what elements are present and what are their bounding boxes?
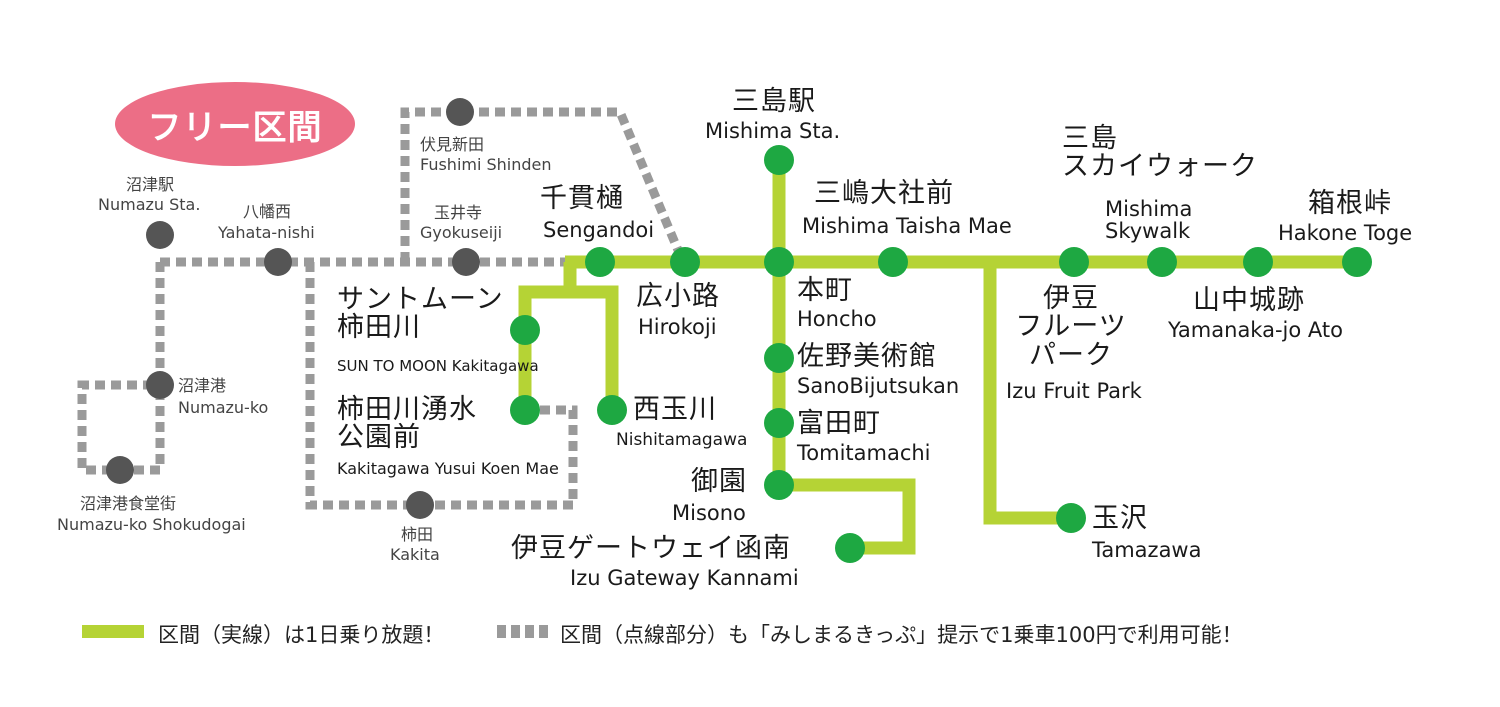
station-misono [764,470,794,500]
label-fruit-park-jp2: フルーツ [1015,311,1127,343]
label-mishima-jp: 三島駅 [732,86,816,117]
station-nishitamagawa [597,395,627,425]
label-nishitamagawa-jp: 西玉川 [633,394,717,425]
station-numazuko [146,371,174,399]
label-fruit-park-jp1: 伊豆 [1043,283,1099,314]
label-kannami-jp: 伊豆ゲートウェイ函南 [511,533,791,564]
dotted-route-fushimi [400,107,688,264]
dotted-stations [106,98,480,519]
station-sano [764,343,794,373]
label-kakita-en: Kakita [390,545,440,564]
label-fruit-park-jp3: パーク [1029,339,1113,371]
label-sano-jp: 佐野美術館 [797,341,937,372]
label-honcho-jp: 本町 [797,275,853,306]
label-skywalk-jp1: 三島 [1062,123,1118,154]
label-sun-to-moon-jp2: 柿田川 [337,312,421,344]
label-numazu-jp: 沼津駅 [126,175,175,194]
station-yahata [264,248,292,276]
label-hakone-en: Hakone Toge [1278,221,1413,245]
label-skywalk-jp2: スカイウォーク [1062,151,1258,183]
station-mishima-taisha [878,247,908,277]
label-tomita-en: Tomitamachi [797,441,931,465]
label-yusui-en: Kakitagawa Yusui Koen Mae [337,459,559,478]
label-fruit-park-en: Izu Fruit Park [1006,379,1142,403]
label-fushimi-en: Fushimi Shinden [420,155,552,174]
label-fushimi-jp: 伏見新田 [420,135,485,154]
station-tomita [764,408,794,438]
station-mishima [764,145,794,175]
label-yusui-jp1: 柿田川湧水 [337,394,477,425]
station-sengandoi [585,247,615,277]
mishima-branch [772,160,916,555]
label-nishitamagawa-en: Nishitamagawa [616,430,748,450]
station-yusui [510,395,540,425]
label-sengandoi-en: Sengandoi [543,218,655,242]
station-numazu [146,221,174,249]
station-kakita [406,491,434,519]
label-mishima-en: Mishima Sta. [705,119,841,143]
station-fushimi [446,98,474,126]
label-tamazawa-en: Tamazawa [1092,538,1202,562]
legend-dotted-swatch [497,625,549,638]
label-yusui-jp2: 公園前 [337,422,421,454]
label-sun-to-moon-en: SUN TO MOON Kakitagawa [337,357,539,375]
label-sengandoi-jp: 千貫樋 [540,183,624,214]
station-kannami [835,533,865,563]
station-honcho [764,247,794,277]
label-sun-to-moon-jp1: サントムーン [337,284,504,315]
dotted-route-kakita [305,262,578,510]
label-hirokoji-en: Hirokoji [638,315,717,339]
label-yamanaka-en: Yamanaka-jo Ato [1168,318,1343,342]
label-yusui-jp: 柿田川湧水 公園前 [337,394,477,454]
label-hirokoji-jp: 広小路 [636,281,720,312]
free-section-badge: フリー区間 [115,82,355,166]
green-stations [510,145,1372,563]
label-skywalk-en2: Skywalk [1105,219,1191,244]
label-fruit-park-jp: 伊豆 フルーツ パーク [1012,283,1130,371]
station-hakone [1342,247,1372,277]
legend-dotted-text: 区間（点線部分）も「みしまるきっぷ」提示で1乗車100円で利用可能！ [560,623,1243,647]
label-gyokusei-jp: 玉井寺 [434,203,483,222]
label-misono-en: Misono [672,501,746,525]
label-kakita-jp: 柿田 [401,525,434,544]
station-shokudogai [106,456,134,484]
label-skywalk-en1: Mishima [1105,197,1193,221]
label-tamazawa-jp: 玉沢 [1092,503,1148,534]
label-hakone-jp: 箱根峠 [1308,188,1392,219]
dotted-routes [77,107,688,510]
label-tomita-jp: 富田町 [797,408,881,439]
label-shokudogai-en: Numazu-ko Shokudogai [57,515,246,534]
label-mishima-taisha-en: Mishima Taisha Mae [802,214,1012,238]
label-yahata-en: Yahata-nishi [218,223,315,242]
station-skywalk [1147,247,1177,277]
station-skywalk-west [1059,247,1089,277]
label-kannami-en: Izu Gateway Kannami [570,566,799,590]
label-numazuko-en: Numazu-ko [178,398,269,417]
label-sun-to-moon-jp: サントムーン 柿田川 [337,284,504,344]
sun-to-moon-loop [518,262,619,410]
legend-solid-swatch [82,625,144,638]
label-sano-en: SanoBijutsukan [797,374,960,398]
label-skywalk-jp: 三島 スカイウォーク [1062,123,1258,183]
station-hirokoji [670,247,700,277]
legend-solid-text: 区間（実線）は1日乗り放題！ [158,623,445,647]
label-yahata-jp: 八幡西 [243,202,292,221]
station-yamanaka [1243,247,1273,277]
label-numazu-en: Numazu Sta. [98,195,201,214]
label-yamanaka-jp: 山中城跡 [1193,285,1305,316]
label-gyokusei-en: Gyokuseiji [420,223,503,242]
label-misono-jp: 御園 [691,466,747,497]
label-honcho-en: Honcho [797,307,877,331]
station-gyokusei [452,248,480,276]
label-skywalk-en: Mishima Skywalk [1105,198,1192,242]
label-numazuko-jp: 沼津港 [178,376,227,395]
dotted-route-numazu-south [77,262,165,475]
station-tamazawa [1056,503,1086,533]
label-shokudogai-jp: 沼津港食堂街 [80,494,177,513]
label-mishima-taisha-jp: 三嶋大社前 [814,178,954,209]
station-sun-to-moon [510,315,540,345]
tamazawa-branch [983,262,1070,525]
